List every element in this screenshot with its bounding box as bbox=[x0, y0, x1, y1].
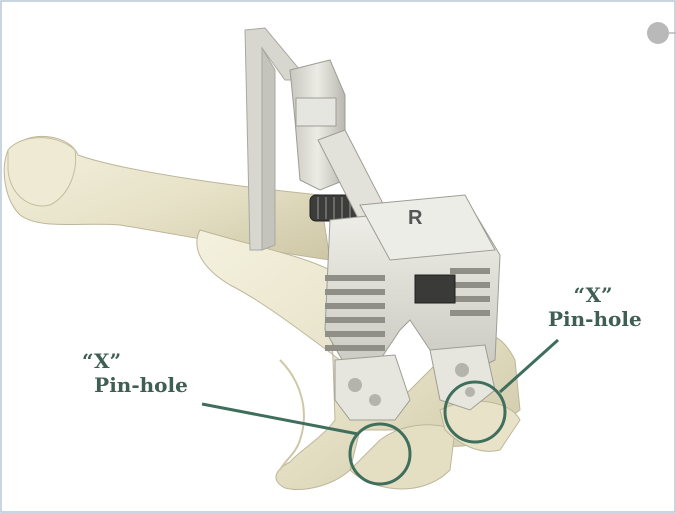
pin-hole-text-right: Pin-hole bbox=[548, 307, 638, 331]
pin-hole-quote-left: “X” bbox=[76, 349, 206, 373]
pin-hole-quote-right: “X” bbox=[548, 283, 638, 307]
pin-hole-label-right: “X” Pin-hole bbox=[548, 283, 638, 331]
pin-hole-label-left: “X” Pin-hole bbox=[76, 349, 206, 397]
pin-hole-text-left: Pin-hole bbox=[76, 373, 206, 397]
side-marker: R bbox=[408, 207, 423, 229]
